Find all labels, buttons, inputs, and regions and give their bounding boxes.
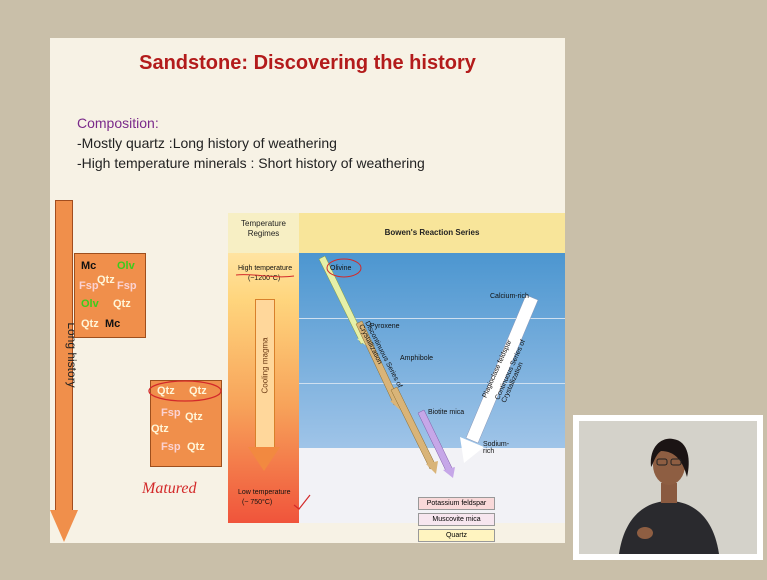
mineral-label: Mc — [105, 318, 120, 330]
handwritten-olivine-circle — [324, 257, 364, 279]
presenter-figure — [579, 421, 757, 554]
potassium-feldspar-box: Potassium feldspar — [418, 497, 495, 510]
presenter-video-frame — [579, 421, 757, 554]
bowens-reaction-series-diagram: Temperature Regimes Bowen's Reaction Ser… — [228, 213, 565, 523]
amphibole-label: Amphibole — [400, 355, 433, 362]
mineral-label: Olv — [117, 260, 135, 272]
composition-heading: Composition: — [77, 115, 159, 131]
mineral-label: Qtz — [185, 411, 203, 423]
composition-line-1: -Mostly quartz :Long history of weatheri… — [77, 135, 337, 151]
mineral-label: Mc — [81, 260, 96, 272]
mineral-label: Qtz — [81, 318, 99, 330]
mineral-label: Qtz — [97, 274, 115, 286]
mineral-box-immature: Mc Olv Fsp Qtz Fsp Olv Qtz Qtz Mc — [74, 253, 146, 338]
handwritten-highlight-circle — [146, 378, 224, 404]
mineral-label: Fsp — [117, 280, 137, 292]
slide-title: Sandstone: Discovering the history — [50, 52, 565, 75]
mineral-label: Qtz — [113, 298, 131, 310]
mineral-label: Fsp — [79, 280, 99, 292]
calcium-rich-label: Calcium-rich — [490, 293, 530, 300]
mineral-label: Fsp — [161, 441, 181, 453]
slide: Sandstone: Discovering the history Compo… — [50, 38, 565, 543]
quartz-box: Quartz — [418, 529, 495, 542]
mineral-label: Fsp — [161, 407, 181, 419]
long-history-arrowhead — [50, 510, 78, 542]
muscovite-mica-box: Muscovite mica — [418, 513, 495, 526]
biotite-label: Biotite mica — [428, 409, 464, 416]
mineral-label: Qtz — [187, 441, 205, 453]
presenter-video — [573, 415, 763, 560]
composition-line-2: -High temperature minerals : Short histo… — [77, 155, 425, 171]
sodium-rich-label: Sodium-rich — [483, 441, 518, 455]
handwritten-matured: Matured — [142, 480, 197, 498]
mineral-label: Olv — [81, 298, 99, 310]
mineral-label: Qtz — [151, 423, 169, 435]
